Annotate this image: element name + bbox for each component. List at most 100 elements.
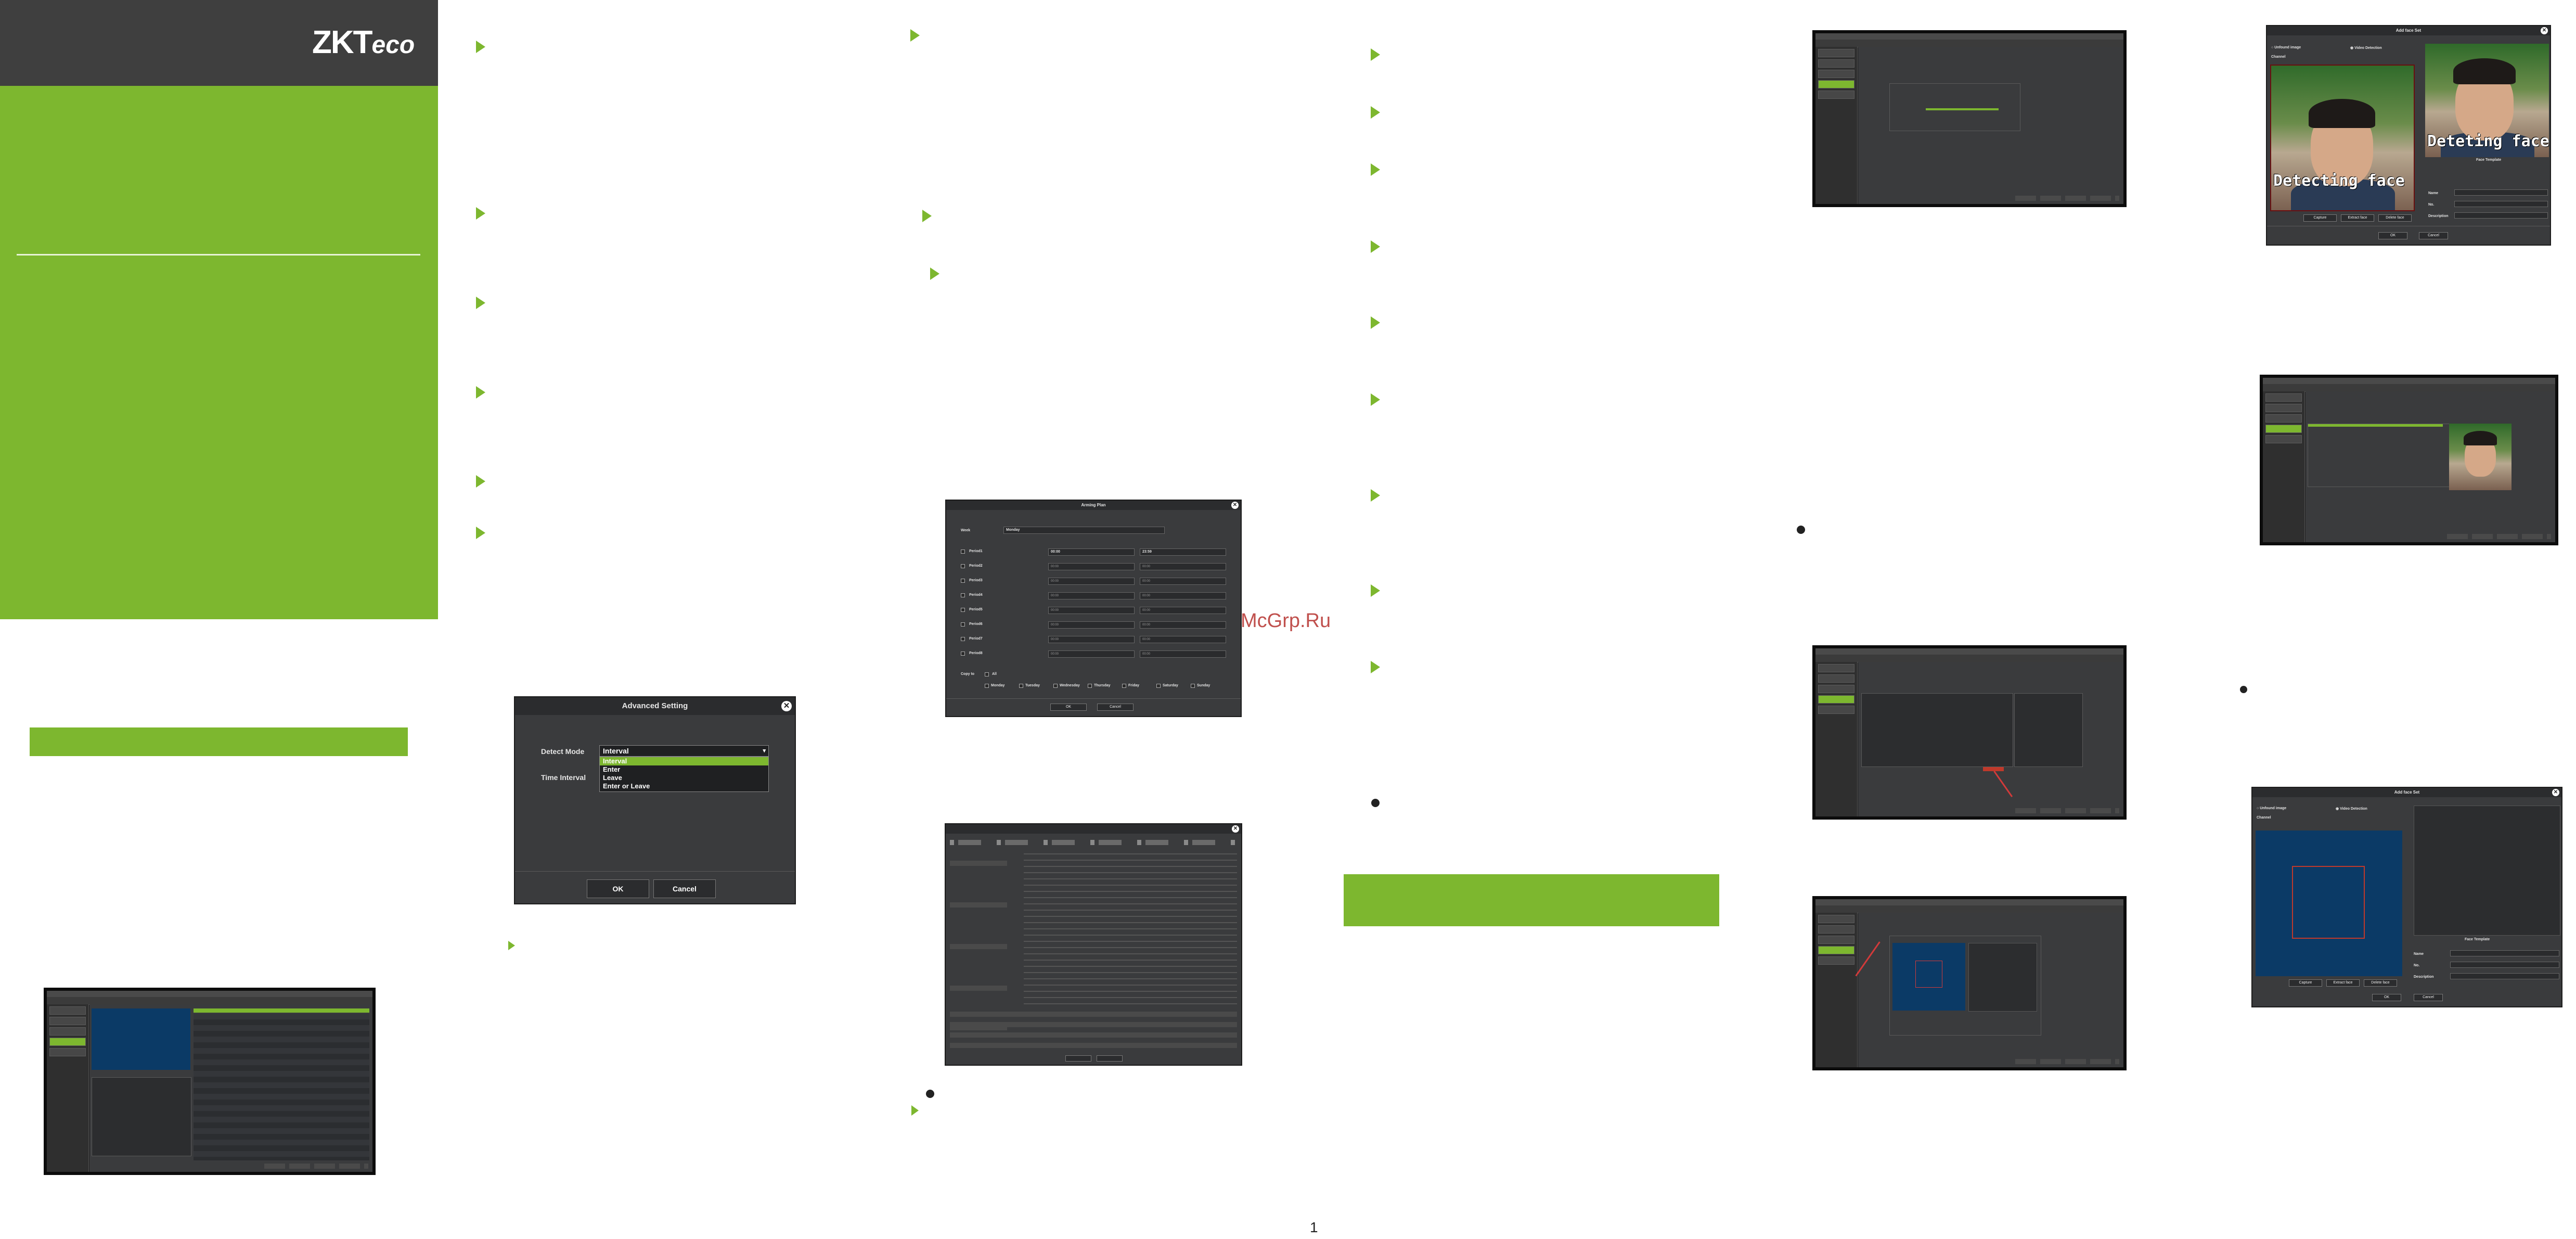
period-checkbox[interactable] [961, 593, 965, 597]
dialog-title: Add face Set [2267, 26, 2550, 35]
day-checkbox[interactable] [1122, 684, 1126, 688]
period-start-input[interactable]: 00:00 [1048, 578, 1135, 585]
period-start-input[interactable]: 00:00 [1048, 636, 1135, 643]
option-interval[interactable]: Interval [600, 757, 768, 765]
cancel-button[interactable]: Cancel [2414, 994, 2443, 1001]
capture-button[interactable]: Capture [2289, 979, 2322, 987]
detect-mode-options: Interval Enter Leave Enter or Leave [599, 757, 769, 792]
period-label: Period1 [969, 550, 983, 553]
all-checkbox[interactable] [985, 672, 989, 676]
cancel-button[interactable] [1097, 1055, 1123, 1062]
period-checkbox[interactable] [961, 652, 965, 656]
period-end-input[interactable]: 00:00 [1140, 650, 1226, 658]
period-end-input[interactable]: 00:00 [1140, 621, 1226, 629]
ok-button[interactable]: OK [1050, 704, 1087, 711]
capture-button[interactable]: Capture [2303, 214, 2337, 222]
close-icon[interactable]: ✕ [2552, 789, 2559, 796]
extract-face-button[interactable]: Extract face [2341, 214, 2374, 222]
no-input[interactable] [2450, 962, 2559, 968]
cancel-button[interactable]: Cancel [653, 879, 716, 898]
name-input[interactable] [2454, 189, 2548, 196]
period-checkbox[interactable] [961, 550, 965, 554]
brand-logo: ZKTeco [312, 24, 415, 60]
detect-mode-select[interactable]: Interval ▾ [599, 745, 769, 757]
period-start-input[interactable]: 00:00 [1048, 621, 1135, 629]
add-face-set-dialog-video: Add face Set ✕ ○ Unfound image ◉ Video D… [2251, 787, 2562, 1007]
detection-settings-dialog: ✕ [945, 823, 1242, 1066]
bullet-marker [910, 29, 920, 42]
week-label: Week [961, 529, 971, 532]
period-end-input[interactable]: 00:00 [1140, 592, 1226, 599]
radio-video-detection[interactable]: ◉ Video Detection [2350, 46, 2382, 50]
period-end-input[interactable]: 00:00 [1140, 578, 1226, 585]
day-checkbox[interactable] [1088, 684, 1092, 688]
period-end-input[interactable]: 00:00 [1140, 636, 1226, 643]
period-start-input[interactable]: 00:00 [1048, 563, 1135, 570]
period-checkbox[interactable] [961, 622, 965, 627]
cancel-button[interactable]: Cancel [2419, 232, 2448, 239]
page-number: 1 [1310, 1219, 1318, 1235]
ok-button[interactable]: OK [2378, 232, 2407, 239]
delete-face-button[interactable]: Delete face [2364, 979, 2397, 987]
close-icon[interactable]: ✕ [1232, 825, 1239, 833]
ok-button[interactable]: OK [587, 879, 649, 898]
name-input[interactable] [2450, 950, 2559, 956]
period-end-input[interactable]: 00:00 [1140, 607, 1226, 614]
description-label: Description [2414, 975, 2434, 979]
period-start-input[interactable]: 00:00 [1048, 650, 1135, 658]
cancel-button[interactable]: Cancel [1097, 704, 1134, 711]
option-enter[interactable]: Enter [603, 765, 621, 773]
period-checkbox[interactable] [961, 579, 965, 583]
day-checkbox[interactable] [1019, 684, 1023, 688]
add-face-set-dialog-photo: Add face Set ✕ ○ Unfound image ◉ Video D… [2266, 25, 2551, 246]
detection-overlay-text: Detecting face [2273, 172, 2405, 190]
period-label: Period3 [969, 579, 983, 582]
screenshot-face-library [1812, 645, 2127, 820]
radio-video-detection[interactable]: ◉ Video Detection [2336, 807, 2367, 811]
day-checkbox[interactable] [1191, 684, 1195, 688]
period-end-input[interactable]: 23:59 [1140, 548, 1226, 556]
section-heading-bar [30, 727, 408, 756]
radio-unfound-image[interactable]: ○ Unfound image [2257, 807, 2287, 810]
delete-face-button[interactable]: Delete face [2378, 214, 2412, 222]
ok-button[interactable] [1065, 1055, 1091, 1062]
bullet-marker [1371, 661, 1380, 673]
radio-unfound-image[interactable]: ○ Unfound image [2271, 46, 2301, 49]
period-label: Period7 [969, 637, 983, 641]
period-checkbox[interactable] [961, 564, 965, 568]
week-select[interactable]: Monday [1003, 527, 1165, 534]
option-leave[interactable]: Leave [603, 774, 622, 782]
ok-button[interactable]: OK [2372, 994, 2401, 1001]
period-end-input[interactable]: 00:00 [1140, 563, 1226, 570]
channel-label: Channel [2271, 55, 2286, 59]
description-input[interactable] [2450, 973, 2559, 979]
close-icon[interactable]: ✕ [2541, 27, 2548, 34]
description-input[interactable] [2454, 212, 2548, 219]
period-label: Period6 [969, 622, 983, 626]
bullet-marker [476, 527, 485, 539]
day-checkbox[interactable] [1053, 684, 1058, 688]
period-start-input[interactable]: 00:00 [1048, 548, 1135, 556]
no-input[interactable] [2454, 201, 2548, 207]
bullet-marker [1371, 163, 1380, 176]
bullet-dot [1371, 799, 1380, 807]
cover-divider [17, 254, 420, 256]
day-checkbox[interactable] [985, 684, 989, 688]
screenshot-add-face-dialog [1812, 896, 2127, 1070]
period-checkbox[interactable] [961, 608, 965, 612]
period-checkbox[interactable] [961, 637, 965, 641]
period-start-input[interactable]: 00:00 [1048, 607, 1135, 614]
bullet-marker [930, 267, 939, 280]
period-start-input[interactable]: 00:00 [1048, 592, 1135, 599]
extract-face-button[interactable]: Extract face [2326, 979, 2360, 987]
bullet-marker [476, 475, 485, 488]
close-icon[interactable]: ✕ [781, 701, 792, 711]
bullet-marker [1371, 393, 1380, 406]
detection-overlay-text: Deteting face [2427, 132, 2549, 150]
close-icon[interactable]: ✕ [1231, 502, 1239, 509]
period-label: Period2 [969, 564, 983, 568]
period-label: Period4 [969, 593, 983, 597]
day-checkbox[interactable] [1156, 684, 1161, 688]
option-enter-or-leave[interactable]: Enter or Leave [603, 782, 650, 790]
all-label: All [992, 672, 997, 676]
